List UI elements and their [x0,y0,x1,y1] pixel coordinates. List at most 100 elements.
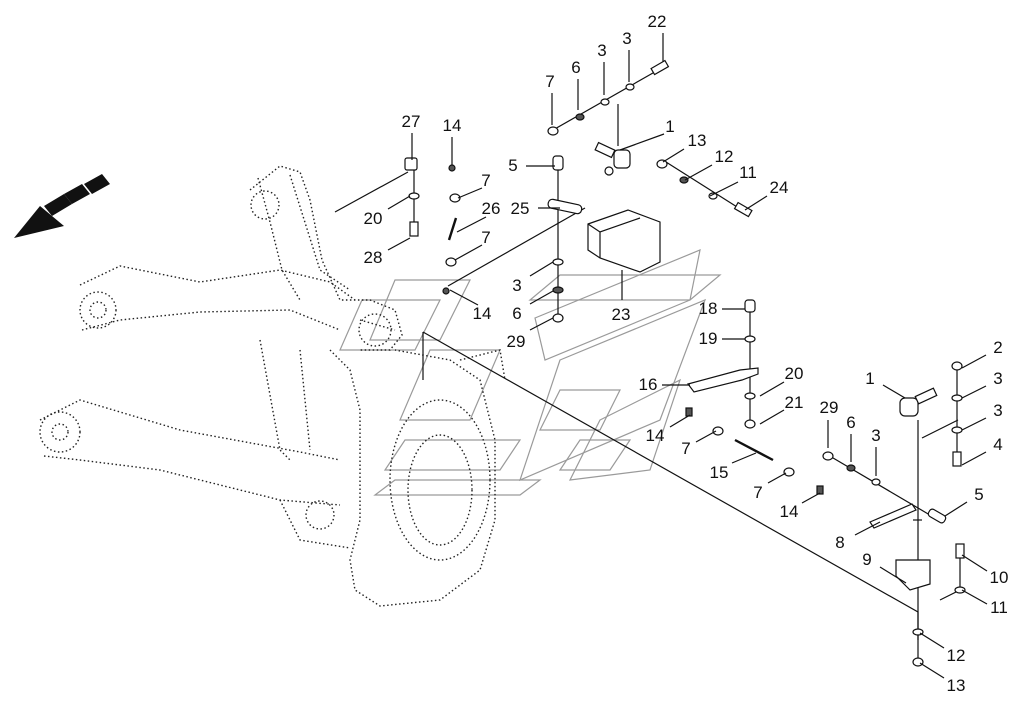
pin-14 [448,164,456,172]
callout-16: 16 [639,375,690,394]
callout-label: 7 [481,228,490,247]
callout-label: 3 [622,29,631,48]
callout-leader-line [529,290,554,305]
callout-leader-line [662,148,685,163]
callout-leader-line [801,492,821,504]
callout-29: 29 [820,398,838,448]
height-sensor-lower [899,387,938,417]
callout-leader-line [695,430,717,443]
bolt-18 [744,299,756,313]
callout-leader-line [529,317,554,331]
callout-27: 27 [402,112,421,160]
callout-3: 3 [512,261,554,295]
nut-7d [445,257,457,267]
callout-3: 3 [871,426,881,476]
washer-20 [408,192,420,200]
sensor-cover-23 [587,209,661,273]
callout-14: 14 [646,414,691,445]
callout-label: 14 [473,304,492,323]
callout-label: 5 [974,485,983,504]
nut-21 [744,419,756,429]
callout-21: 21 [759,393,803,425]
nut-7 [547,126,559,136]
callout-leader-line [961,417,987,431]
callout-label: 20 [364,209,383,228]
bolt-22 [650,59,670,76]
callout-label: 13 [947,676,966,695]
callout-7: 7 [753,472,787,502]
washer-3e [951,426,963,434]
link-25 [547,198,583,215]
bracket-9 [895,559,931,591]
callout-label: 6 [846,413,855,432]
washer-3d [951,394,963,402]
callout-24: 24 [744,178,789,211]
callout-label: 13 [688,131,707,150]
bolt-28 [409,221,419,237]
callout-leader-line [744,195,768,211]
link-8 [869,503,917,529]
callout-14: 14 [780,492,821,521]
callout-leader-line [944,501,968,517]
callout-label: 24 [770,178,789,197]
nut-7c [449,193,461,203]
callout-label: 23 [612,305,631,324]
nut-29b [822,451,834,461]
callout-leader-line [457,187,483,199]
nut-7e [712,426,724,436]
callout-22: 22 [648,12,667,62]
callout-12: 12 [919,632,965,665]
callout-3: 3 [961,401,1003,431]
callout-14: 14 [449,289,492,323]
callout-label: 22 [648,12,667,31]
callout-18: 18 [699,299,745,318]
clip-27 [404,157,418,171]
callout-3: 3 [597,41,607,95]
callout-13: 13 [662,131,707,163]
callout-label: 3 [993,401,1002,420]
callout-label: 27 [402,112,421,131]
callout-label: 6 [571,58,580,77]
callout-26: 26 [456,199,500,233]
washer-12 [679,176,689,184]
bolt-4 [952,451,962,467]
callout-leader-line [879,566,907,584]
suspension-subframe [39,165,506,607]
callout-11: 11 [961,589,1008,617]
nut-2 [951,361,963,371]
washer-20b [744,392,756,400]
callout-leader-line [919,632,945,649]
callout-20: 20 [364,195,411,228]
callout-label: 19 [699,329,718,348]
callout-label: 20 [785,364,804,383]
washer-3f [871,478,881,486]
callout-label: 7 [681,439,690,458]
callout-29: 29 [507,317,554,351]
callout-leader-line [767,472,787,484]
nut-29 [552,313,564,323]
callout-7: 7 [457,171,491,199]
callout-6: 6 [512,290,554,323]
callout-leader-line [961,554,988,572]
callout-leader-line [669,414,691,428]
watermark-logo [339,249,722,496]
callout-3: 3 [622,29,632,82]
pin-14d [816,485,824,495]
callout-1: 1 [865,369,906,399]
pin-14c [685,407,693,417]
callout-1: 1 [619,117,675,151]
callout-label: 8 [835,533,844,552]
callout-7: 7 [454,228,491,261]
callout-7: 7 [681,430,717,458]
callout-leader-line [961,451,987,466]
callout-label: 7 [481,171,490,190]
callout-label: 3 [512,276,521,295]
callout-leader-line [684,164,713,181]
bolt-24 [733,201,753,218]
callout-label: 11 [990,598,1008,617]
screw-5 [552,155,564,171]
nut-13 [656,159,668,169]
